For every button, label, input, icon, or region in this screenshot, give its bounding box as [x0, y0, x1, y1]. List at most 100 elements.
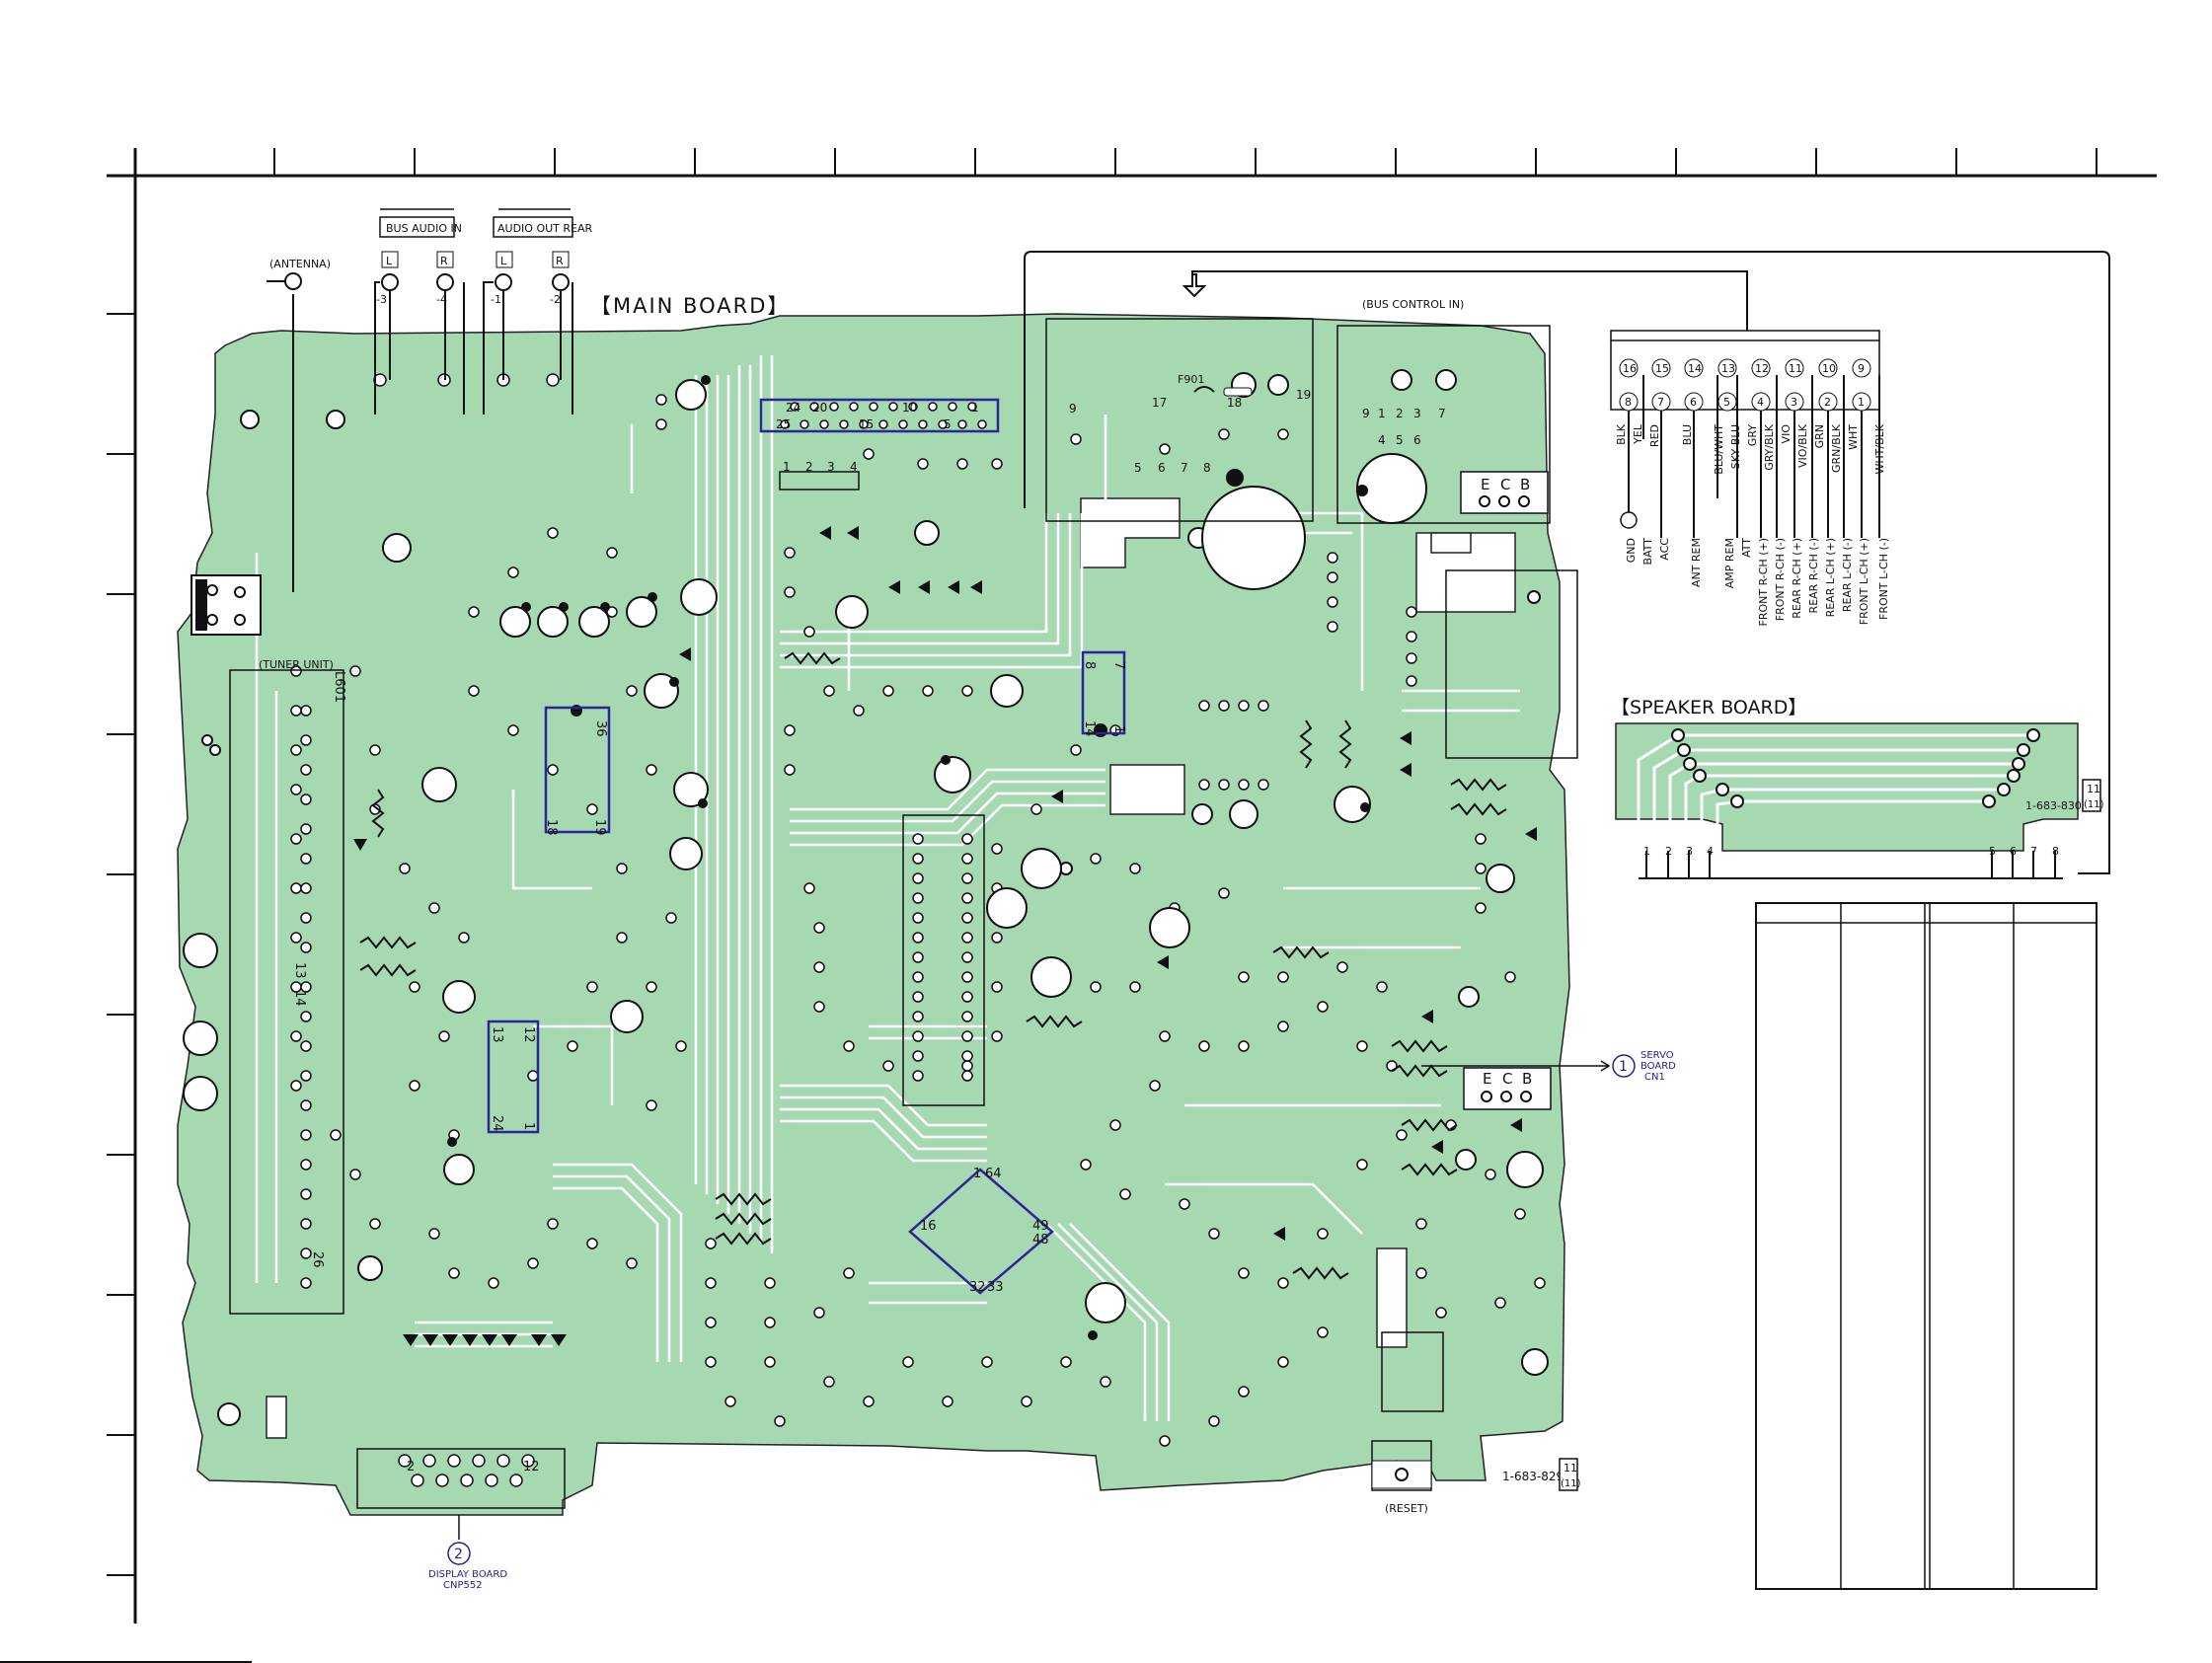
svg-text:4: 4 [1757, 396, 1764, 409]
audio-out-rear-label: AUDIO OUT REAR [497, 222, 592, 235]
frame [0, 148, 2157, 1663]
bus-control-in-label: (BUS CONTROL IN) [1362, 298, 1464, 311]
svg-text:9: 9 [1858, 362, 1865, 375]
svg-text:64: 64 [985, 1167, 1002, 1181]
reset-label: (RESET) [1385, 1502, 1428, 1515]
signal-7: FRONT R-CH (-) [1774, 538, 1787, 621]
svg-text:-1: -1 [491, 293, 501, 306]
svg-text:48: 48 [1032, 1233, 1049, 1247]
svg-text:11: 11 [2087, 783, 2100, 795]
signal-11: REAR L-CH (-) [1841, 538, 1854, 612]
svg-text:5: 5 [1134, 461, 1142, 475]
fuse-label: F901 [1178, 373, 1204, 386]
wire-color-11: GRN/BLK [1830, 423, 1843, 473]
ic-b [487, 1020, 540, 1134]
svg-text:1: 1 [521, 1122, 536, 1130]
servo-board-ref: 1 SERVO BOARD CN1 [1421, 1050, 1676, 1083]
svg-text:13: 13 [292, 962, 307, 979]
svg-text:2: 2 [1665, 845, 1672, 858]
wire-color-12: WHT [1847, 424, 1860, 450]
svg-text:19: 19 [592, 819, 607, 836]
wire-color-1: YEL [1632, 423, 1644, 445]
speaker-board-title: 【SPEAKER BOARD】 [1611, 697, 1806, 718]
signal-12: FRONT L-CH (+) [1858, 538, 1870, 625]
diodes [353, 526, 1537, 1346]
wire-color-10: GRN [1813, 424, 1826, 448]
svg-text:C: C [1500, 476, 1510, 493]
svg-text:24: 24 [490, 1115, 504, 1132]
svg-text:18: 18 [544, 819, 559, 836]
svg-text:2: 2 [1824, 396, 1831, 409]
wire-color-3: BLU [1681, 424, 1694, 445]
svg-text:12: 12 [521, 1026, 536, 1043]
svg-text:2: 2 [805, 460, 813, 474]
svg-text:6: 6 [1413, 433, 1421, 447]
svg-text:26: 26 [310, 1251, 325, 1268]
svg-text:L: L [386, 255, 393, 267]
svg-text:8: 8 [1082, 661, 1097, 669]
svg-text:16: 16 [920, 1219, 937, 1234]
ecb-block-top: E C B [1460, 471, 1549, 514]
ic-a [544, 706, 611, 834]
svg-text:7: 7 [2030, 845, 2037, 858]
reference-table [1755, 902, 2098, 1590]
svg-text:(11): (11) [2084, 799, 2104, 810]
svg-text:19: 19 [1296, 388, 1311, 402]
bus-audio-in-label: BUS AUDIO IN [386, 222, 462, 235]
signal-4: AMP REM [1723, 538, 1736, 588]
signal-2: ACC [1658, 538, 1671, 561]
signal-6: FRONT R-CH (+) [1757, 538, 1770, 627]
svg-text:49: 49 [1032, 1219, 1049, 1234]
svg-text:DISPLAY BOARD: DISPLAY BOARD [428, 1569, 507, 1580]
speaker-board: 【SPEAKER BOARD】 1 2 3 4 5 6 7 8 1-683-83… [1611, 697, 2104, 879]
ic-f [759, 398, 1000, 433]
svg-text:1: 1 [1378, 407, 1386, 420]
signal-3: ANT REM [1690, 538, 1703, 587]
ic-outlines [229, 318, 1578, 1491]
svg-text:1: 1 [1858, 396, 1865, 409]
svg-text:R: R [556, 255, 564, 267]
wire-color-0: BLK [1615, 423, 1628, 445]
ic-d [1081, 650, 1126, 735]
audio-jacks: BUS AUDIO IN AUDIO OUT REAR L R L R -3 -… [267, 208, 592, 592]
resistors [359, 651, 1507, 1280]
tuner-unit-label: (TUNER UNIT) [259, 658, 334, 671]
main-board: E C B E C B 2 12 36 18 19 13 12 [177, 294, 1581, 1516]
svg-text:14: 14 [1082, 720, 1097, 737]
svg-text:18: 18 [1227, 396, 1242, 410]
svg-text:8: 8 [1203, 461, 1211, 475]
main-board-title: 【MAIN BOARD】 [590, 294, 790, 318]
svg-text:25: 25 [776, 417, 791, 431]
ecb-block-bottom: E C B [1463, 1067, 1552, 1110]
svg-text:2: 2 [454, 1547, 463, 1562]
signal-0: GND [1625, 538, 1638, 563]
svg-text:2: 2 [407, 1460, 415, 1474]
svg-text:9: 9 [1362, 407, 1370, 420]
svg-text:3: 3 [1791, 396, 1797, 409]
coil-label: L601 [332, 671, 346, 703]
svg-text:-2: -2 [550, 293, 561, 306]
signal-1: BATT [1641, 538, 1654, 566]
wire-color-5: SKY BLU [1729, 424, 1742, 469]
svg-text:1: 1 [971, 401, 979, 415]
svg-text:-3: -3 [376, 293, 387, 306]
svg-text:2: 2 [1396, 407, 1404, 420]
svg-text:8: 8 [2052, 845, 2059, 858]
svg-text:15: 15 [859, 417, 874, 431]
svg-text:33: 33 [987, 1280, 1004, 1295]
svg-text:4: 4 [1378, 433, 1386, 447]
svg-text:13: 13 [1721, 362, 1735, 375]
signal-9: REAR R-CH (-) [1807, 538, 1820, 613]
svg-text:CNP552: CNP552 [443, 1580, 483, 1591]
svg-text:L: L [500, 255, 507, 267]
svg-text:E: E [1483, 1070, 1491, 1088]
wire-color-4: BLU/WHT [1713, 424, 1725, 475]
svg-text:16: 16 [1623, 362, 1637, 375]
wire-color-2: RED [1648, 424, 1661, 447]
svg-text:1: 1 [973, 1167, 981, 1181]
svg-text:(11): (11) [1561, 1478, 1581, 1489]
svg-text:7: 7 [1111, 661, 1126, 669]
svg-text:24: 24 [786, 401, 801, 415]
svg-text:R: R [440, 255, 448, 267]
